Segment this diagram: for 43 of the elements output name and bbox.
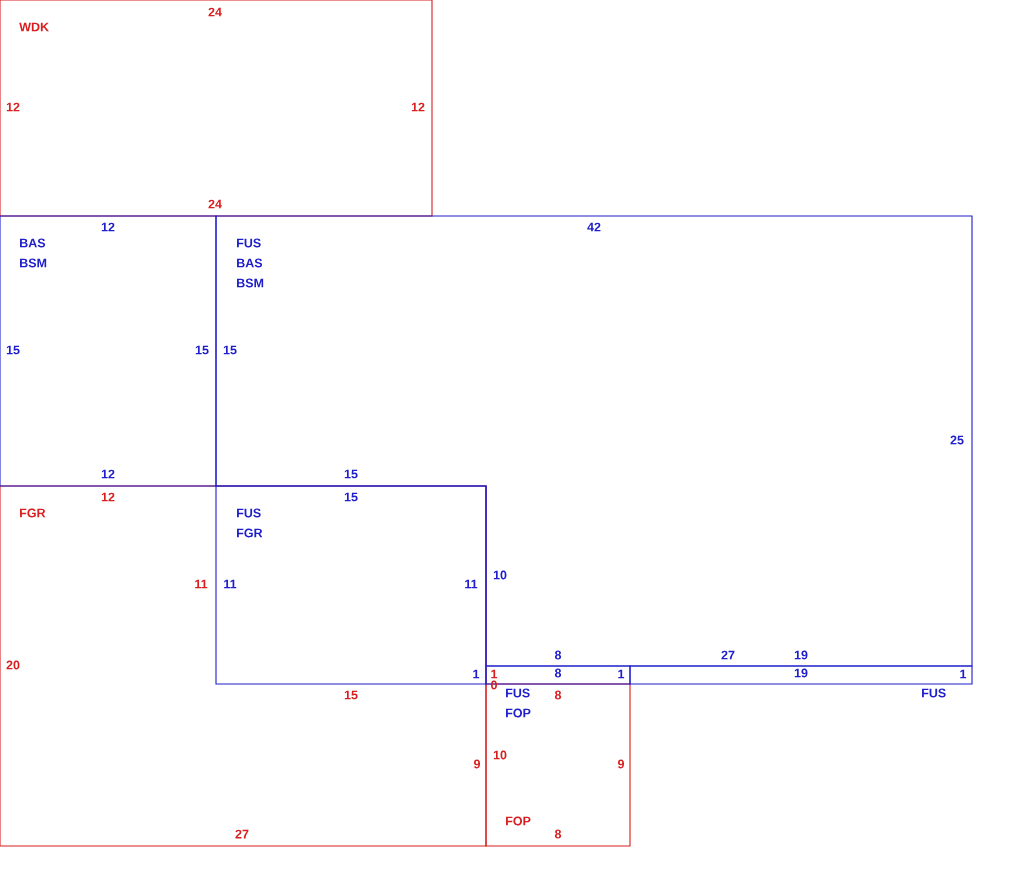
dimension-label: 15 [344, 690, 358, 700]
dimension-label: 12 [101, 469, 115, 479]
dimension-label: 15 [6, 345, 20, 355]
room-label: WDK [19, 22, 49, 32]
dimension-label: 9 [473, 759, 480, 769]
room-label: BAS BSM [20, 238, 47, 268]
dimension-label: 27 [721, 650, 735, 660]
dimension-label: 12 [101, 492, 115, 502]
dimension-label: 24 [208, 7, 222, 17]
dimension-label: 19 [794, 650, 808, 660]
room-label: FOP [506, 816, 531, 826]
dimension-label: 25 [950, 435, 964, 445]
dimension-label: 12 [411, 102, 425, 112]
dimension-label: 24 [208, 199, 222, 209]
room-label: FGR [20, 508, 46, 518]
dimension-label: 42 [587, 222, 601, 232]
dimension-label: 19 [794, 668, 808, 678]
dimension-label: 1 [960, 669, 967, 679]
dimension-label: 10 [493, 750, 507, 760]
dimension-label: 9 [617, 759, 624, 769]
dimension-label: 8 [554, 829, 562, 839]
dimension-label: 15 [344, 469, 358, 479]
dimension-label: 15 [195, 345, 209, 355]
dimension-label: 1 [491, 669, 498, 679]
dimension-label: 8 [554, 690, 562, 700]
dimension-label: 20 [6, 660, 20, 670]
dimension-label: 8 [554, 668, 562, 678]
room-label: FUS FGR [237, 508, 263, 538]
dimension-label: 12 [101, 222, 115, 232]
dimension-label: 11 [195, 579, 208, 589]
dimension-label: 11 [224, 579, 237, 589]
room-label: FUS [922, 688, 946, 698]
dimension-label: 1 [473, 669, 480, 679]
dimension-label: 15 [344, 492, 358, 502]
dimension-label: 12 [6, 102, 20, 112]
dimension-label: 15 [223, 345, 237, 355]
dimension-label: 11 [465, 579, 478, 589]
dimension-label: 27 [235, 829, 249, 839]
dimension-label: 10 [493, 570, 507, 580]
dimension-label: 8 [554, 650, 562, 660]
dimension-label: 1 [618, 669, 625, 679]
room-label: FUS BAS BSM [237, 238, 264, 288]
room-label: FUS FOP [506, 688, 531, 718]
